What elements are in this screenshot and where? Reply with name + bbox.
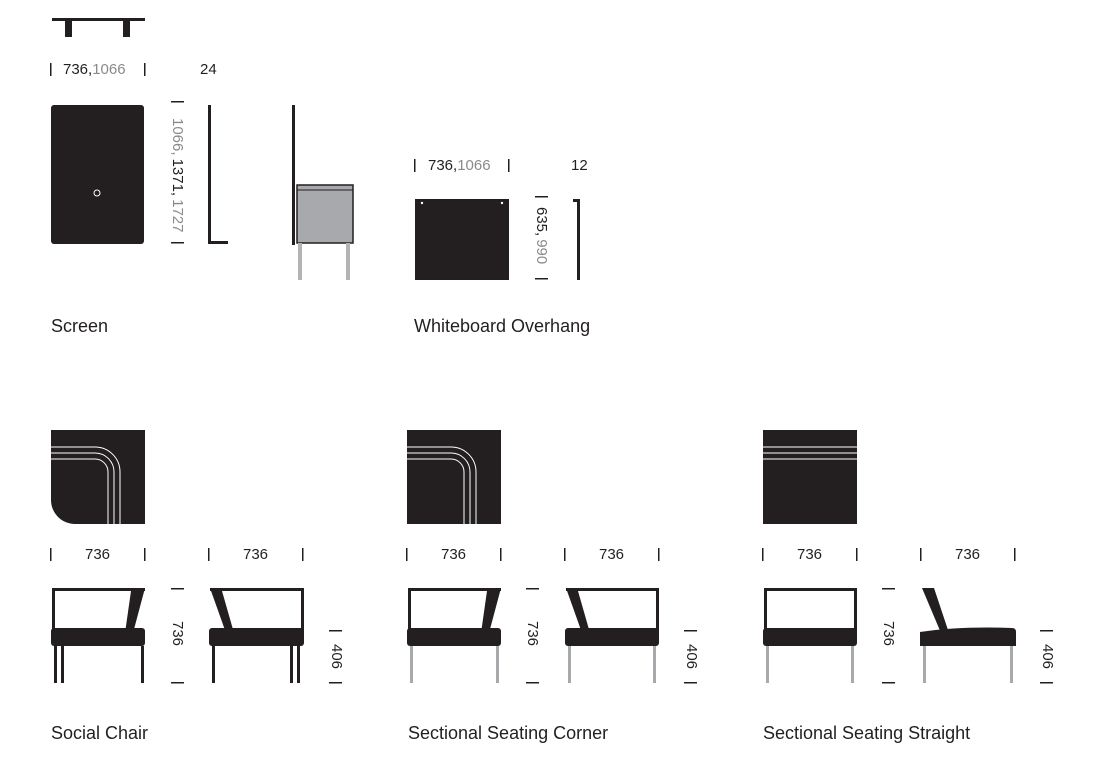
whiteboard-width-dimension: 736,1066: [428, 157, 491, 174]
whiteboard-front-panel: [415, 199, 509, 280]
straight-seat-height: 406: [1039, 644, 1056, 670]
screen-caption: Screen: [51, 316, 109, 336]
screen-top-view: [52, 18, 145, 37]
straight-side-view: [920, 588, 1016, 683]
whiteboard-depth-dimension: 12: [571, 157, 588, 174]
straight-caption: Sectional Seating Straight: [763, 723, 971, 743]
straight-height: 736: [880, 621, 897, 647]
corner-front-width: 736: [441, 546, 467, 563]
screen-mounted-view: [292, 105, 354, 280]
straight-side-width: 736: [955, 546, 981, 563]
social-chair-seat-height: 406: [328, 644, 345, 670]
screen-front-panel: [51, 105, 144, 244]
social-chair-side-view: [209, 588, 304, 683]
corner-caption: Sectional Seating Corner: [408, 723, 609, 743]
social-chair-front-view: [51, 588, 145, 683]
straight-front-width: 736: [797, 546, 823, 563]
screen-width-dimension: 736,1066: [63, 61, 126, 78]
corner-side-width: 736: [599, 546, 625, 563]
social-chair-height: 736: [169, 621, 186, 647]
whiteboard-height-dimension: 635, 990: [533, 207, 550, 265]
social-chair-front-width: 736: [85, 546, 111, 563]
corner-top-view: [407, 430, 501, 524]
social-chair-caption: Social Chair: [51, 723, 149, 743]
straight-front-view: [763, 588, 857, 683]
corner-side-view: [565, 588, 659, 683]
straight-top-view: [763, 430, 857, 524]
corner-height: 736: [524, 621, 541, 647]
social-chair-top-view: [51, 430, 145, 524]
corner-seat-height: 406: [683, 644, 700, 670]
screen-depth-dimension: 24: [200, 61, 217, 78]
social-chair-side-width: 736: [243, 546, 269, 563]
screen-side-view: [208, 105, 228, 244]
dimension-ticks: [50, 63, 1053, 684]
corner-front-view: [407, 588, 501, 683]
whiteboard-caption: Whiteboard Overhang: [414, 316, 591, 336]
whiteboard-side-view: [573, 199, 580, 280]
screen-height-dimension: 1066, 1371, 1727: [169, 118, 186, 233]
